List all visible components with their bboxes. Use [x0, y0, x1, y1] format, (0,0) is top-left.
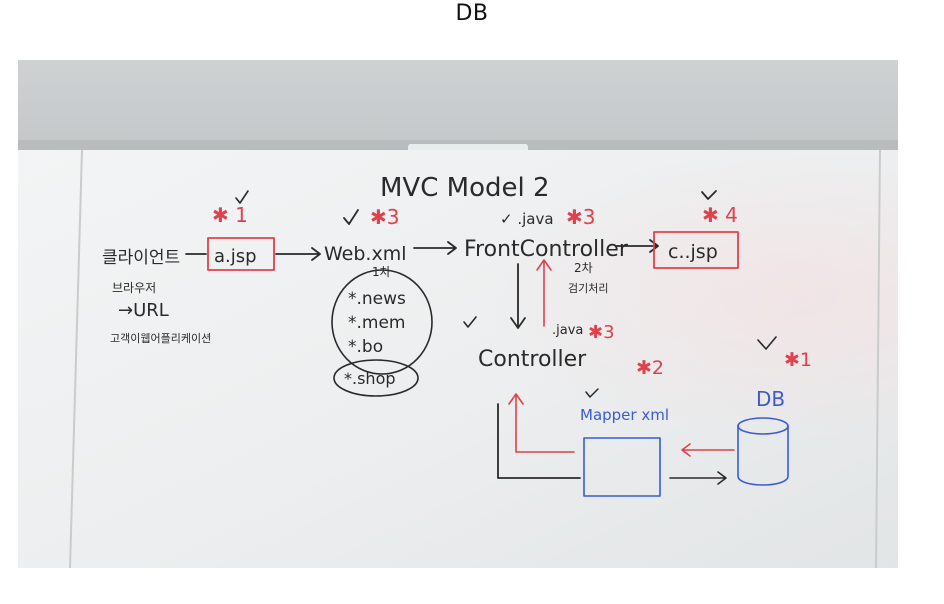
arrow	[275, 247, 321, 261]
star-label-3: ✱3	[566, 205, 595, 229]
check-mark	[701, 190, 717, 200]
flow-line-return	[508, 393, 575, 453]
db-label: DB	[756, 387, 785, 411]
url-label: →URL	[118, 300, 169, 321]
cjsp-label: c..jsp	[668, 241, 718, 263]
shop-ellipse	[333, 359, 419, 397]
frontcontroller-label: FrontController	[464, 237, 629, 262]
java-label-top: ✓ .java	[500, 210, 554, 228]
client-label: 클라이언트	[102, 248, 180, 268]
heading-text: MVC Model 2	[380, 173, 550, 203]
star-label-1: ✱1	[784, 349, 812, 371]
webxml-label: Web.xml	[324, 243, 407, 265]
arrow-left	[681, 443, 735, 457]
arrow	[413, 241, 457, 255]
shop-label: *.shop	[344, 369, 396, 388]
board-seam-left	[69, 149, 83, 568]
db-cylinder	[737, 425, 789, 486]
page-title: DB	[455, 1, 489, 26]
board-glare	[18, 150, 898, 568]
webapp-label: 고객이웹어플리케이션	[110, 332, 211, 345]
java-label-mid: .java	[552, 323, 583, 338]
arrow-down	[510, 263, 526, 329]
arrow	[615, 239, 659, 253]
news-label: *.news	[348, 289, 406, 309]
cjsp-box	[653, 231, 739, 269]
browser-label: 브라우저	[112, 281, 156, 295]
mapper-label: Mapper xml	[580, 406, 669, 424]
whiteboard-illustration: MVC Model 2 ✱ 1 ✱3 ✓ .java ✱3 ✱ 4 클라이언트 …	[18, 60, 898, 568]
star-label-2: ✱2	[636, 357, 664, 379]
first-label: 1차	[372, 265, 391, 279]
mapping-ellipse	[331, 269, 433, 375]
whiteboard-photo: MVC Model 2 ✱ 1 ✱3 ✓ .java ✱3 ✱ 4 클라이언트 …	[18, 60, 898, 568]
second-sub-label: 검기처리	[568, 282, 608, 295]
db-cylinder-top	[737, 417, 789, 435]
arrow-up	[536, 259, 552, 327]
star-label-4: ✱ 4	[702, 203, 738, 227]
star-label-3: ✱3	[370, 205, 399, 229]
mem-label: *.mem	[348, 313, 405, 333]
flow-line	[497, 403, 581, 479]
second-label: 2차	[574, 261, 593, 275]
bo-label: *.bo	[348, 337, 383, 357]
star-label-1: ✱ 1	[212, 203, 248, 227]
ajsp-label: a.jsp	[214, 246, 257, 267]
ajsp-box	[207, 237, 275, 271]
check-mark	[235, 190, 249, 204]
mapper-box	[583, 437, 661, 497]
board-seam-right	[875, 149, 881, 568]
check-mark	[463, 316, 477, 328]
controller-label: Controller	[478, 347, 587, 372]
check-mark	[757, 336, 777, 350]
arrow-right	[669, 471, 727, 485]
check-mark	[585, 388, 599, 398]
check-mark	[343, 209, 359, 225]
star-label-3: ✱3	[588, 322, 615, 343]
wall-background	[18, 60, 898, 144]
